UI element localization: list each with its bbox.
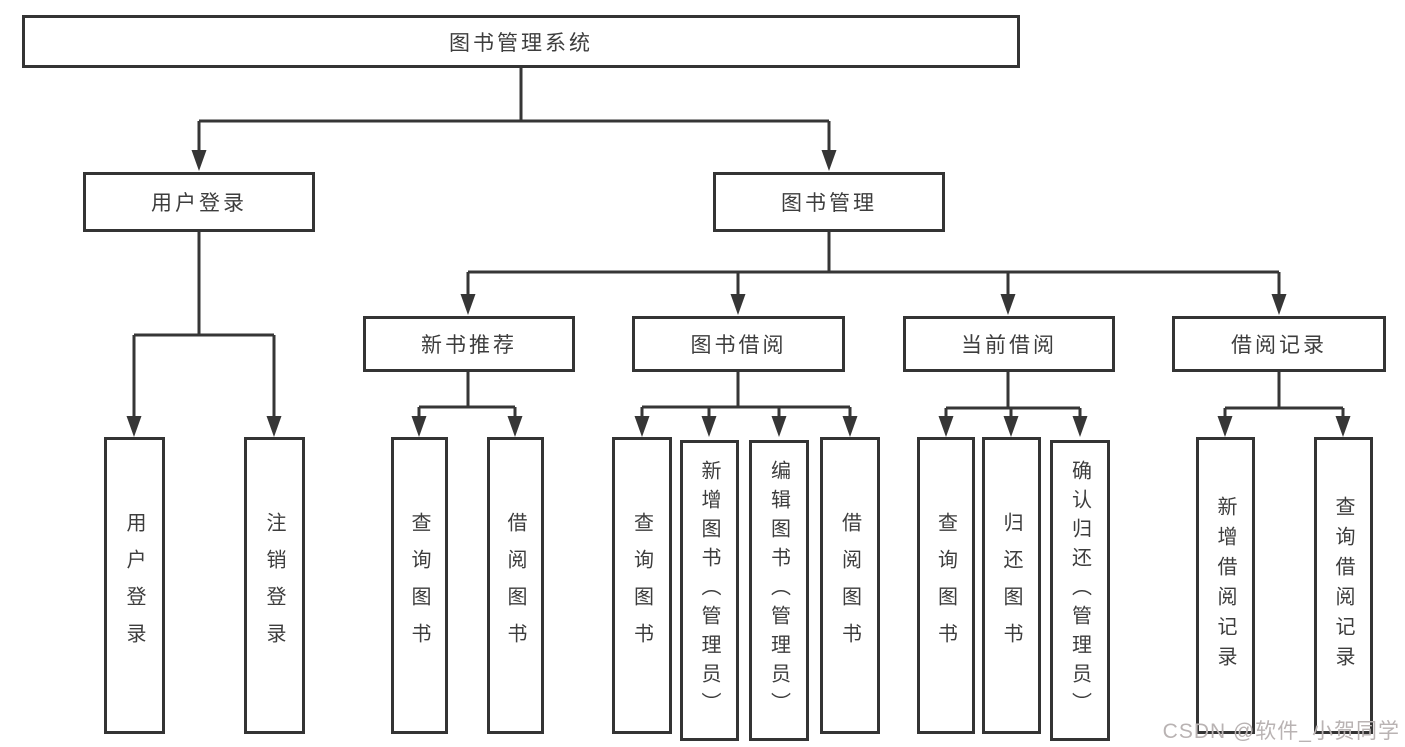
- node-label: 查询图书: [408, 511, 430, 660]
- connector-book-borrow-to-leaves: [634, 372, 858, 437]
- node-user-login: 用户登录: [83, 172, 315, 232]
- node-label: 新书推荐: [421, 334, 517, 357]
- arrow-down-icon: [507, 416, 523, 437]
- arrow-down-icon: [1072, 416, 1088, 437]
- node-label: 确认归还（管理员）: [1068, 460, 1091, 721]
- node-book-borrowing: 图书借阅: [632, 316, 845, 372]
- leaf-add-books-admin: 新增图书（管理员）: [680, 440, 739, 741]
- connector-user-login-to-leaves: [126, 232, 282, 437]
- arrow-down-icon: [191, 150, 207, 171]
- arrow-down-icon: [821, 150, 837, 171]
- node-label: 图书借阅: [690, 334, 787, 357]
- arrow-down-icon: [1000, 294, 1016, 315]
- leaf-current-query-books: 查询图书: [917, 437, 975, 734]
- arrow-down-icon: [1271, 294, 1287, 315]
- node-borrow-records: 借阅记录: [1172, 316, 1386, 372]
- arrow-down-icon: [730, 294, 746, 315]
- arrow-down-icon: [126, 416, 142, 437]
- node-label: 新增借阅记录: [1214, 495, 1236, 676]
- connector-borrow-record-to-leaves: [1217, 372, 1351, 437]
- node-label: 新增图书（管理员）: [698, 460, 720, 721]
- node-label: 借阅图书: [838, 511, 861, 660]
- node-current-borrowing: 当前借阅: [903, 316, 1115, 372]
- arrow-down-icon: [266, 416, 282, 437]
- node-label: 图书管理: [781, 192, 877, 215]
- leaf-recommend-query-books: 查询图书: [391, 437, 448, 734]
- node-label: 借阅图书: [504, 511, 526, 660]
- leaf-add-borrow-record: 新增借阅记录: [1196, 437, 1255, 734]
- node-book-management: 图书管理: [713, 172, 945, 232]
- node-new-book-recommend: 新书推荐: [363, 316, 575, 372]
- node-label: 查询借阅记录: [1332, 495, 1354, 676]
- arrow-down-icon: [1003, 416, 1019, 437]
- node-label: 用户登录: [151, 192, 247, 215]
- leaf-confirm-return-admin: 确认归还（管理员）: [1050, 440, 1110, 741]
- connector-book-mgmt-to-level3: [460, 232, 1287, 315]
- leaf-borrowing-query-books: 查询图书: [612, 437, 672, 734]
- node-label: 查询图书: [630, 511, 653, 660]
- leaf-edit-books-admin: 编辑图书（管理员）: [749, 440, 809, 741]
- arrow-down-icon: [771, 416, 787, 437]
- leaf-query-borrow-record: 查询借阅记录: [1314, 437, 1373, 734]
- node-library-system: 图书管理系统: [22, 15, 1020, 68]
- node-label: 查询图书: [934, 511, 957, 660]
- node-label: 用户登录: [123, 511, 145, 660]
- arrow-down-icon: [411, 416, 427, 437]
- arrow-down-icon: [1335, 416, 1351, 437]
- node-label: 图书管理系统: [449, 31, 593, 55]
- connector-new-book-rec-to-leaves: [411, 372, 523, 437]
- arrow-down-icon: [701, 416, 717, 437]
- connector-root-to-level2: [191, 68, 837, 171]
- arrow-down-icon: [938, 416, 954, 437]
- node-label: 编辑图书（管理员）: [767, 460, 790, 721]
- node-label: 当前借阅: [961, 334, 1057, 357]
- leaf-recommend-borrow-books: 借阅图书: [487, 437, 544, 734]
- arrow-down-icon: [1217, 416, 1233, 437]
- arrow-down-icon: [634, 416, 650, 437]
- node-label: 注销登录: [263, 511, 285, 660]
- node-label: 归还图书: [1000, 511, 1022, 660]
- leaf-logout: 注销登录: [244, 437, 305, 734]
- leaf-borrowing-borrow-books: 借阅图书: [820, 437, 880, 734]
- watermark: CSDN @软件_小贺同学: [1162, 720, 1400, 743]
- node-label: 借阅记录: [1231, 334, 1327, 357]
- arrow-down-icon: [460, 294, 476, 315]
- leaf-return-books: 归还图书: [982, 437, 1041, 734]
- leaf-user-login: 用户登录: [104, 437, 165, 734]
- arrow-down-icon: [842, 416, 858, 437]
- connector-current-borrow-to-leaves: [938, 372, 1088, 437]
